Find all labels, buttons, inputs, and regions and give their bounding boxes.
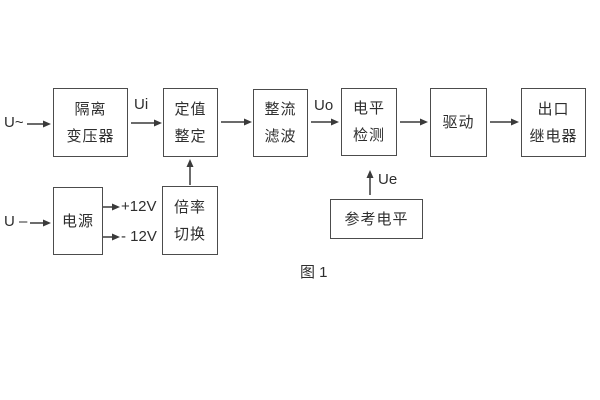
block-level-detect-line2: 检测 (352, 127, 385, 144)
block-drive-line1: 驱动 (442, 114, 475, 131)
block-isolation-transformer-line1: 隔离 (74, 100, 107, 118)
signal-label-uo: Uo (314, 97, 334, 114)
block-rectifier-filter-line1: 整流 (264, 101, 297, 118)
block-setting-adjust-line2: 整定 (174, 127, 207, 145)
block-multiplier-switch-line1: 倍率 (173, 198, 206, 216)
block-rectifier-filter-line2: 滤波 (264, 128, 297, 145)
block-drive: 驱动 (430, 88, 487, 157)
block-reference-level-line1: 参考电平 (344, 210, 409, 228)
block-isolation-transformer: 隔离 变压器 (53, 88, 128, 157)
block-setting-adjust-line1: 定值 (174, 100, 207, 118)
block-multiplier-switch-line2: 切换 (173, 225, 206, 243)
block-output-relay-line2: 继电器 (529, 127, 578, 145)
signal-label-ui: Ui (134, 96, 149, 113)
block-level-detect-line1: 电平 (352, 100, 385, 117)
block-level-detect: 电平 检测 (341, 88, 397, 156)
power-rail-positive-label: +12V (121, 198, 157, 215)
ac-input-label: U~ (4, 114, 24, 131)
figure-caption: 图 1 (300, 264, 328, 281)
dc-input-label: U – (4, 213, 28, 230)
block-setting-adjust: 定值 整定 (163, 88, 218, 157)
power-rail-negative-label: - 12V (121, 228, 157, 245)
block-isolation-transformer-line2: 变压器 (66, 127, 115, 145)
block-multiplier-switch: 倍率 切换 (162, 186, 218, 255)
block-output-relay: 出口 继电器 (521, 88, 586, 157)
block-power-supply: 电源 (53, 187, 103, 255)
block-output-relay-line1: 出口 (537, 100, 570, 118)
signal-label-ue: Ue (378, 171, 398, 188)
block-rectifier-filter: 整流 滤波 (253, 89, 308, 157)
block-reference-level: 参考电平 (330, 199, 423, 239)
block-power-supply-line1: 电源 (61, 212, 94, 230)
